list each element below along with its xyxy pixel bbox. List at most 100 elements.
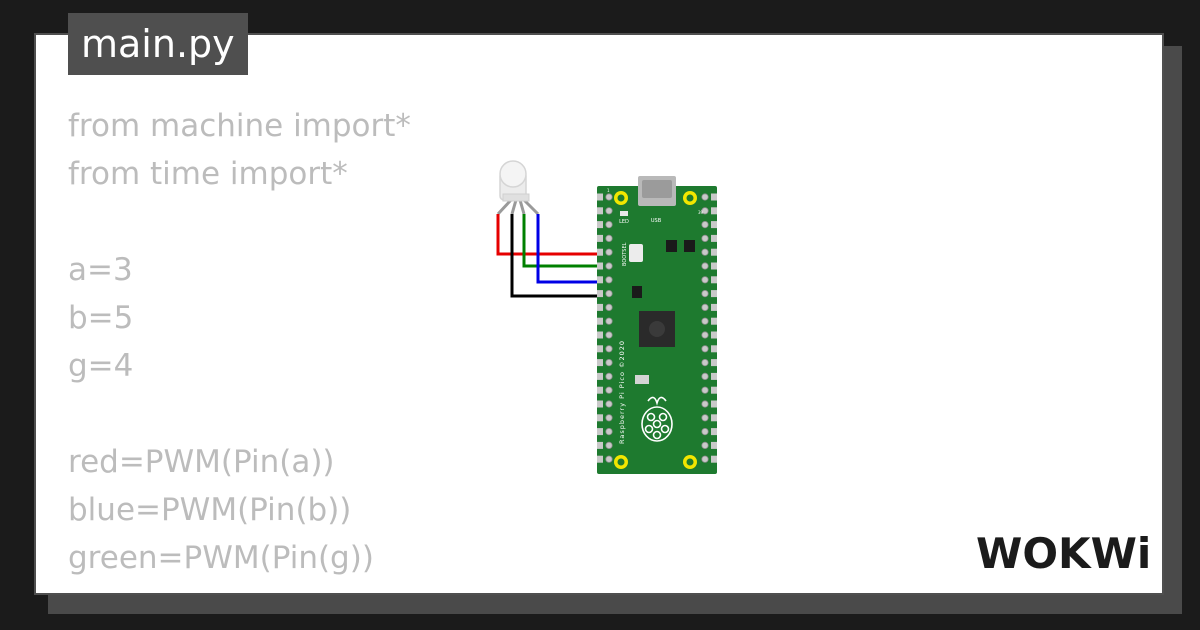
pin-pad[interactable] <box>597 221 603 229</box>
pin-hole[interactable] <box>605 441 613 449</box>
pin-hole[interactable] <box>701 193 709 201</box>
code-line: from time import* <box>68 156 348 192</box>
pin-hole[interactable] <box>701 414 709 422</box>
code-line: from machine import* <box>68 108 411 144</box>
usb-label: USB <box>651 218 662 224</box>
pin-hole[interactable] <box>605 248 613 256</box>
pin-hole[interactable] <box>701 207 709 215</box>
pin-hole[interactable] <box>605 455 613 463</box>
pin-hole[interactable] <box>605 317 613 325</box>
pin-pad[interactable] <box>597 359 603 367</box>
pin-hole[interactable] <box>701 400 709 408</box>
pin-pad[interactable] <box>597 345 603 353</box>
pin-pad[interactable] <box>597 386 603 394</box>
wire-blue[interactable] <box>536 214 610 284</box>
pin-pad[interactable] <box>711 359 717 367</box>
pin-pad[interactable] <box>711 317 717 325</box>
pin-pad[interactable] <box>711 400 717 408</box>
wokwi-logo: WOKWi <box>976 529 1151 578</box>
pin-hole[interactable] <box>605 207 613 215</box>
pin-hole[interactable] <box>701 276 709 284</box>
pin-pad[interactable] <box>711 303 717 311</box>
code-line: g=4 <box>68 348 134 384</box>
pin-pad[interactable] <box>711 262 717 270</box>
pin-pad[interactable] <box>711 345 717 353</box>
pin-pad[interactable] <box>711 372 717 380</box>
pin-hole[interactable] <box>701 290 709 298</box>
pin-hole[interactable] <box>605 303 613 311</box>
pin-hole[interactable] <box>605 386 613 394</box>
pin-pad[interactable] <box>597 276 603 284</box>
pin-pad[interactable] <box>597 262 603 270</box>
pin-hole[interactable] <box>605 290 613 298</box>
pin-hole[interactable] <box>701 221 709 229</box>
pin-pad[interactable] <box>711 276 717 284</box>
pin-pad[interactable] <box>597 234 603 242</box>
pin-hole[interactable] <box>605 331 613 339</box>
code-line: blue=PWM(Pin(b)) <box>68 492 352 528</box>
pin-hole[interactable] <box>605 276 613 284</box>
pin-hole[interactable] <box>701 372 709 380</box>
pin-pad[interactable] <box>711 331 717 339</box>
pin-pad[interactable] <box>711 193 717 201</box>
code-editor[interactable]: from machine import* from time import* a… <box>68 102 411 582</box>
pin-hole[interactable] <box>701 248 709 256</box>
pin-hole[interactable] <box>701 455 709 463</box>
wire-red[interactable] <box>496 214 612 260</box>
pin-pad[interactable] <box>711 290 717 298</box>
pin-pad[interactable] <box>597 455 603 463</box>
pin-pad[interactable] <box>597 193 603 201</box>
raspberry-pi-logo-icon <box>641 396 673 442</box>
pin-hole[interactable] <box>701 317 709 325</box>
pin-hole[interactable] <box>701 234 709 243</box>
file-tab[interactable]: main.py <box>68 13 248 75</box>
pin-hole[interactable] <box>701 331 709 339</box>
pin-pad[interactable] <box>711 386 717 394</box>
pin-hole[interactable] <box>701 427 709 436</box>
pin-hole[interactable] <box>605 193 613 201</box>
pin-hole[interactable] <box>605 427 613 436</box>
pin-hole[interactable] <box>605 221 613 229</box>
pin-pad[interactable] <box>711 207 717 215</box>
pin-pad[interactable] <box>711 248 717 256</box>
pin-pad[interactable] <box>597 207 603 215</box>
pin-hole[interactable] <box>605 345 613 353</box>
pin-pad[interactable] <box>597 428 603 436</box>
pin-hole[interactable] <box>605 414 613 422</box>
pin-pad[interactable] <box>597 303 603 311</box>
pin-pad[interactable] <box>597 331 603 339</box>
board-led <box>620 211 628 216</box>
wire-black[interactable] <box>510 214 610 298</box>
code-line <box>68 390 411 438</box>
pin-pad[interactable] <box>597 248 603 256</box>
pin-hole[interactable] <box>605 262 613 270</box>
pin-pad[interactable] <box>711 221 717 229</box>
pin-hole[interactable] <box>701 359 709 367</box>
pin-pad[interactable] <box>597 441 603 449</box>
pin-pad[interactable] <box>711 414 717 422</box>
raspberry-pi-pico-board[interactable]: USB LED 1 39 BOOTSEL Raspberry Pi Pico ©… <box>597 176 717 474</box>
pin-pad[interactable] <box>711 441 717 449</box>
rgb-led[interactable] <box>496 160 540 216</box>
pin-hole[interactable] <box>701 441 709 449</box>
pin-pad[interactable] <box>711 455 717 463</box>
pin-hole[interactable] <box>701 303 709 311</box>
pin-pad[interactable] <box>597 400 603 408</box>
pin-pad[interactable] <box>711 234 717 242</box>
pin-hole[interactable] <box>605 359 613 367</box>
usb-port[interactable] <box>638 176 676 206</box>
pin39-label: 39 <box>698 210 704 215</box>
pin-pad[interactable] <box>597 414 603 422</box>
pin-hole[interactable] <box>605 234 613 243</box>
pin-pad[interactable] <box>711 428 717 436</box>
pin-pad[interactable] <box>597 372 603 380</box>
pin-hole[interactable] <box>701 345 709 353</box>
pin-hole[interactable] <box>701 262 709 270</box>
pin-hole[interactable] <box>605 400 613 408</box>
pin-pad[interactable] <box>597 290 603 298</box>
pin-hole[interactable] <box>605 372 613 380</box>
wire-green[interactable] <box>522 214 610 268</box>
pin-hole[interactable] <box>701 386 709 394</box>
pin-pad[interactable] <box>597 317 603 325</box>
bootsel-button[interactable] <box>629 244 643 262</box>
